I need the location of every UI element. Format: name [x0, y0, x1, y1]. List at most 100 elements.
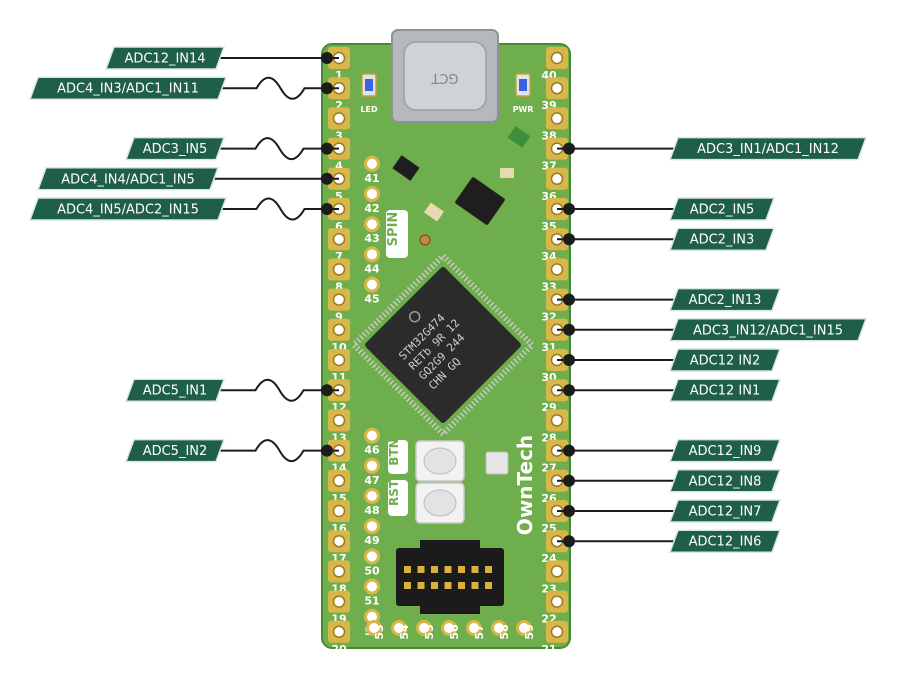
- pin-number: 9: [335, 311, 343, 324]
- pin-19-hole[interactable]: [332, 595, 346, 608]
- rst-button-cap[interactable]: [423, 489, 457, 517]
- right-signal-labels: ADC3_IN1/ADC1_IN12ADC2_IN5ADC2_IN3ADC2_I…: [557, 136, 868, 553]
- pin-46[interactable]: [364, 427, 380, 444]
- pin-13-hole[interactable]: [332, 414, 346, 427]
- pin-56[interactable]: [441, 620, 457, 636]
- pin-number: 49: [364, 534, 379, 547]
- pin-49[interactable]: [364, 518, 380, 535]
- pin-11[interactable]: [328, 349, 350, 371]
- pin-45-hole[interactable]: [364, 276, 380, 293]
- pin-17[interactable]: [328, 530, 350, 553]
- pin-42-hole[interactable]: [364, 186, 380, 202]
- pin-57-hole[interactable]: [466, 620, 482, 636]
- pin-47[interactable]: [364, 457, 380, 474]
- right-label-box: [668, 499, 782, 523]
- right-label: ADC12_IN6: [668, 529, 782, 553]
- right-label-text: ADC2_IN13: [689, 293, 762, 308]
- pin-47-hole[interactable]: [364, 457, 380, 474]
- pin-13[interactable]: [328, 409, 350, 432]
- pin-53-hole[interactable]: [366, 620, 382, 636]
- pin-49-hole[interactable]: [364, 518, 380, 535]
- pin-50[interactable]: [364, 548, 380, 565]
- pin-22-hole[interactable]: [550, 595, 564, 608]
- pin-44[interactable]: [364, 246, 380, 263]
- pin-44-hole[interactable]: [364, 246, 380, 263]
- pin-39[interactable]: [546, 77, 568, 100]
- pin-21-hole[interactable]: [550, 625, 564, 639]
- pin-54[interactable]: [391, 620, 407, 636]
- pin-8-hole[interactable]: [332, 263, 346, 276]
- pin-3-hole[interactable]: [332, 112, 346, 125]
- jtag-pin: [444, 566, 452, 573]
- pin-9-hole[interactable]: [332, 293, 346, 306]
- pin-8[interactable]: [328, 258, 350, 281]
- pin-16-hole[interactable]: [332, 504, 346, 518]
- pin-28-hole[interactable]: [550, 414, 564, 427]
- pin-51[interactable]: [364, 578, 380, 595]
- pin-40-hole[interactable]: [550, 51, 564, 65]
- pin-58[interactable]: [491, 620, 507, 636]
- pin-15-hole[interactable]: [332, 474, 346, 488]
- pin-41-hole[interactable]: [364, 155, 380, 172]
- pin-58-hole[interactable]: [491, 620, 507, 636]
- pin-7-hole[interactable]: [332, 232, 346, 246]
- pin-59[interactable]: [516, 620, 532, 636]
- btn-button-cap[interactable]: [423, 447, 457, 475]
- pin-48[interactable]: [364, 488, 380, 504]
- pin-11-hole[interactable]: [332, 353, 346, 367]
- pin-3[interactable]: [328, 107, 350, 130]
- pin-18[interactable]: [328, 560, 350, 583]
- pin-43[interactable]: [364, 216, 380, 233]
- pin-36-hole[interactable]: [550, 172, 564, 186]
- crystal: [485, 451, 509, 475]
- pin-22[interactable]: [546, 590, 568, 613]
- pin-57[interactable]: [466, 620, 482, 636]
- pin-28[interactable]: [546, 409, 568, 432]
- pin-18-hole[interactable]: [332, 565, 346, 578]
- pin-56-hole[interactable]: [441, 620, 457, 636]
- pin-33[interactable]: [546, 258, 568, 281]
- pin-20[interactable]: [328, 620, 350, 643]
- pin-38[interactable]: [546, 107, 568, 130]
- jtag-pin: [417, 566, 425, 573]
- pin-20-hole[interactable]: [332, 625, 346, 639]
- right-label-text: ADC2_IN5: [690, 203, 755, 218]
- pin-36[interactable]: [546, 167, 568, 190]
- right-label: ADC12_IN7: [668, 499, 782, 523]
- pin-53[interactable]: [366, 620, 382, 636]
- pin-46-hole[interactable]: [364, 427, 380, 444]
- left-label-text: ADC5_IN1: [143, 384, 208, 399]
- pin-38-hole[interactable]: [550, 112, 564, 125]
- pin-40[interactable]: [546, 47, 568, 69]
- pin-19[interactable]: [328, 590, 350, 613]
- right-label: ADC12 IN2: [668, 348, 782, 372]
- pin-9[interactable]: [328, 288, 350, 311]
- pin-16[interactable]: [328, 500, 350, 522]
- pin-10-hole[interactable]: [332, 323, 346, 337]
- pin-42[interactable]: [364, 186, 380, 202]
- board: GCT LED PWR STM32G474 RETb 9R 12 GQ2G9 2…: [321, 29, 571, 656]
- pin-55-hole[interactable]: [416, 620, 432, 636]
- pin-55[interactable]: [416, 620, 432, 636]
- pin-7[interactable]: [328, 228, 350, 251]
- pin-39-hole[interactable]: [550, 81, 564, 95]
- pin-23[interactable]: [546, 560, 568, 583]
- pin-33-hole[interactable]: [550, 263, 564, 276]
- pin-48-hole[interactable]: [364, 488, 380, 504]
- pin-43-hole[interactable]: [364, 216, 380, 233]
- pin-59-hole[interactable]: [516, 620, 532, 636]
- pin-50-hole[interactable]: [364, 548, 380, 565]
- pin-54-hole[interactable]: [391, 620, 407, 636]
- pin-51-hole[interactable]: [364, 578, 380, 595]
- right-label-box: [668, 529, 782, 553]
- pin-15[interactable]: [328, 469, 350, 492]
- pin-10[interactable]: [328, 318, 350, 341]
- pin-45[interactable]: [364, 276, 380, 293]
- pin-17-hole[interactable]: [332, 534, 346, 548]
- pin-number: 59: [523, 624, 536, 639]
- pin-23-hole[interactable]: [550, 565, 564, 578]
- jtag-pin: [471, 582, 479, 589]
- pin-41[interactable]: [364, 155, 380, 172]
- pin-21[interactable]: [546, 620, 568, 643]
